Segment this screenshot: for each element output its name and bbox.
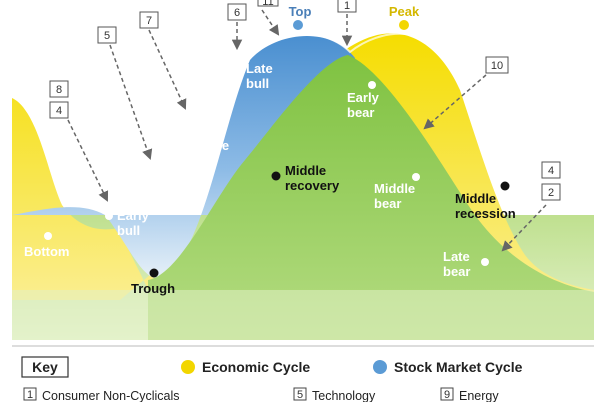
- svg-text:8: 8: [56, 84, 62, 96]
- svg-text:Technology: Technology: [312, 389, 376, 402]
- late-bear-dot: [481, 258, 489, 266]
- marker-11: 11: [257, 0, 280, 36]
- key-economic-cycle: Economic Cycle: [202, 359, 310, 375]
- label-late-bull-1: Late: [246, 61, 273, 76]
- key-box: [21, 356, 69, 378]
- stock-cycle-swatch: [373, 360, 387, 374]
- key-stock-market-cycle: Stock Market Cycle: [394, 359, 523, 375]
- label-middle-recovery-1: Middle: [285, 163, 326, 178]
- label-middle-bull-2: bull: [188, 153, 211, 168]
- key-item-1: 1 Consumer Non-Cyclicals: [23, 387, 180, 402]
- label-late-bull-2: bull: [246, 76, 269, 91]
- label-middle-bear-2: bear: [374, 196, 401, 211]
- top-dot: [293, 20, 303, 30]
- marker-8: 8: [49, 80, 69, 98]
- svg-text:4: 4: [548, 165, 554, 177]
- label-bottom: Bottom: [24, 244, 70, 259]
- bottom-dot: [44, 232, 52, 240]
- svg-text:9: 9: [444, 389, 450, 401]
- label-early-bull-2: bull: [117, 223, 140, 238]
- label-late-bear-1: Late: [443, 249, 470, 264]
- recovery-area: [148, 55, 594, 340]
- middle-bear-dot: [412, 173, 420, 181]
- economic-cycle-swatch: [181, 360, 195, 374]
- stock-cycle-area: [12, 36, 355, 278]
- middle-bull-dot: [175, 142, 183, 150]
- svg-text:5: 5: [297, 389, 303, 401]
- marker-4-right: 4: [541, 161, 561, 179]
- marker-1: 1: [337, 0, 357, 47]
- label-middle-recession-2: recession: [455, 206, 516, 221]
- svg-text:10: 10: [491, 60, 503, 72]
- marker-6: 6: [227, 3, 247, 51]
- key-item-9: 9 Energy: [440, 387, 499, 402]
- svg-text:1: 1: [27, 389, 33, 401]
- svg-text:Energy: Energy: [459, 389, 499, 402]
- label-middle-recession-1: Middle: [455, 191, 496, 206]
- svg-text:5: 5: [104, 30, 110, 42]
- key-item-5: 5 Technology: [293, 387, 376, 402]
- late-bull-dot: [234, 68, 242, 76]
- label-middle-recovery-2: recovery: [285, 178, 340, 193]
- label-middle-bull-1: Middle: [188, 138, 229, 153]
- label-trough: Trough: [131, 281, 175, 296]
- middle-recovery-dot: [271, 171, 281, 181]
- svg-text:6: 6: [234, 7, 240, 19]
- label-early-bear-1: Early: [347, 90, 380, 105]
- middle-recession-dot: [500, 181, 510, 191]
- label-top: Top: [289, 4, 312, 19]
- cycle-crest-line: [229, 32, 461, 71]
- key-title: Key: [32, 359, 58, 375]
- svg-text:1: 1: [344, 0, 350, 12]
- lower-fade: [12, 290, 594, 340]
- marker-2: 2: [501, 183, 561, 252]
- marker-7: 7: [139, 11, 187, 110]
- peak-dot: [399, 20, 409, 30]
- early-bull-dot: [105, 212, 113, 220]
- label-early-bull-1: Early: [117, 208, 150, 223]
- label-peak: Peak: [389, 4, 420, 19]
- svg-text:Consumer Non-Cyclicals: Consumer Non-Cyclicals: [42, 389, 180, 402]
- label-middle-bear-1: Middle: [374, 181, 415, 196]
- marker-5: 5: [97, 26, 153, 160]
- label-late-bear-2: bear: [443, 264, 470, 279]
- early-bear-dot: [368, 81, 376, 89]
- svg-text:11: 11: [262, 0, 273, 8]
- svg-text:4: 4: [56, 105, 62, 117]
- label-early-bear-2: bear: [347, 105, 374, 120]
- trough-dot: [149, 268, 159, 278]
- marker-10: 10: [423, 56, 509, 130]
- svg-text:2: 2: [548, 187, 554, 199]
- svg-text:7: 7: [146, 15, 152, 27]
- marker-4-left: 4: [49, 101, 109, 202]
